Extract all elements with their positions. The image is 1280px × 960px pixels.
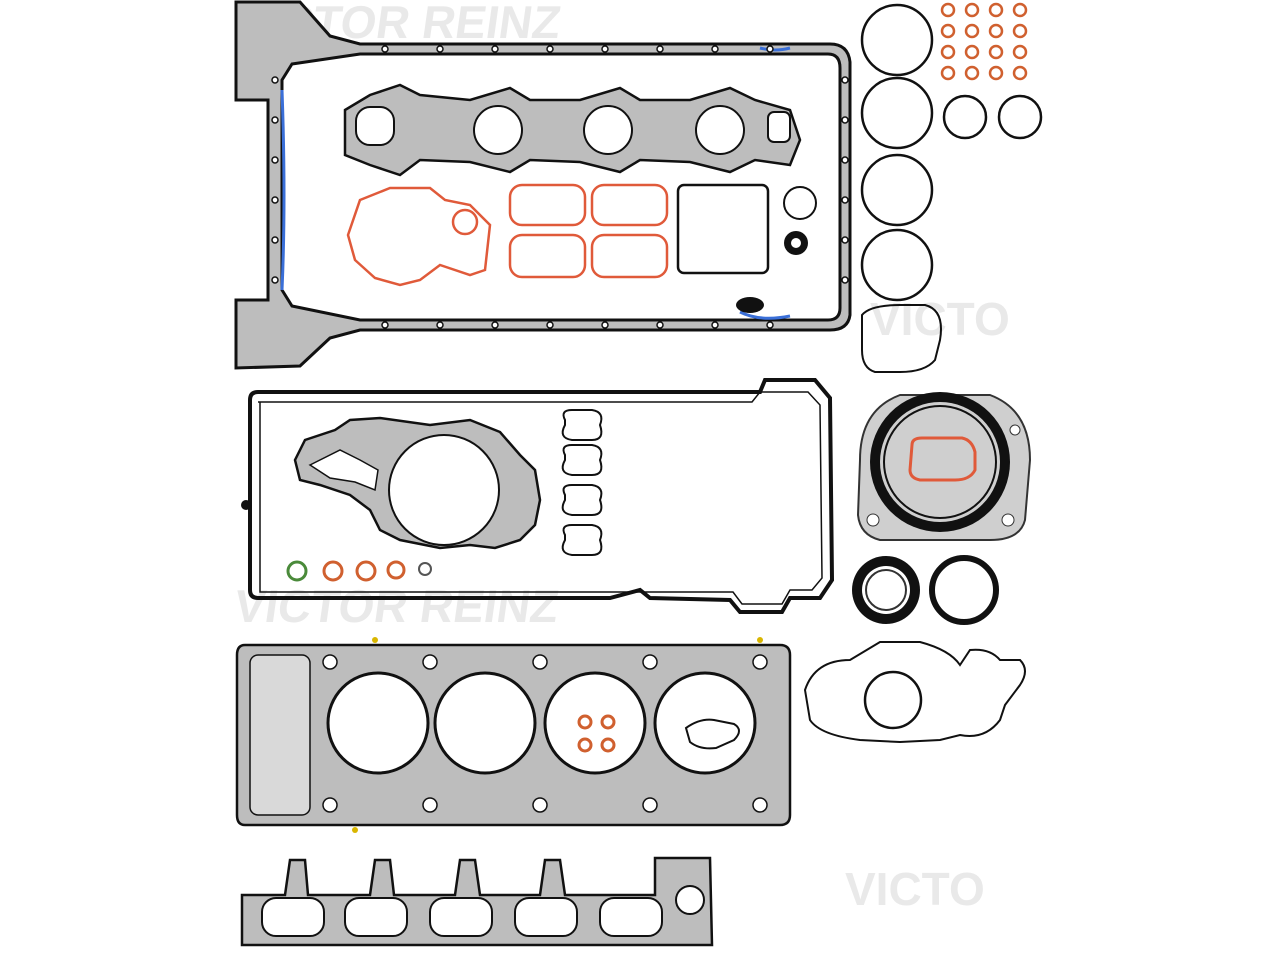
o-ring: [783, 186, 817, 220]
bolt-hole: [271, 76, 279, 84]
bolt-hole: [656, 45, 664, 53]
tiny-o-ring: [1012, 23, 1028, 39]
valve-cover-gasket: [241, 378, 835, 614]
bolt-hole: [841, 196, 849, 204]
cover-gasket: [861, 304, 942, 373]
tiny-o-ring: [940, 44, 956, 60]
bolt-hole: [271, 116, 279, 124]
bolt-hole: [841, 276, 849, 284]
bolt-hole: [436, 321, 444, 329]
bolt-hole: [601, 321, 609, 329]
bolt-hole: [491, 45, 499, 53]
intake-rubber-gaskets: [346, 183, 669, 287]
small-o-ring-grid: [940, 2, 1028, 81]
bolt-hole: [546, 45, 554, 53]
water-pump-gasket: [293, 416, 542, 550]
bolt-hole: [322, 654, 338, 670]
watermark-brand: VICTOR REINZ: [231, 580, 562, 632]
bolt-hole: [841, 76, 849, 84]
bolt-hole: [841, 236, 849, 244]
tiny-o-ring: [1012, 2, 1028, 18]
tiny-o-ring: [940, 23, 956, 39]
intake-manifold-gasket: [240, 856, 714, 947]
bolt-hole: [532, 797, 548, 813]
timing-cover-gasket: [803, 641, 1026, 744]
small-figure-eight-gaskets: [561, 409, 603, 556]
small-o-rings: [577, 714, 616, 753]
tiny-o-ring: [1012, 44, 1028, 60]
bolt-hole: [532, 654, 548, 670]
bolt-hole: [381, 321, 389, 329]
turbo-flange-gasket: [684, 718, 740, 750]
bolt-hole: [841, 156, 849, 164]
tiny-o-ring: [940, 65, 956, 81]
watermark-brand: VICTO: [845, 863, 985, 915]
bolt-hole: [642, 654, 658, 670]
bolt-hole: [271, 156, 279, 164]
exhaust-manifold-gasket: [343, 83, 802, 177]
bolt-hole: [766, 321, 774, 329]
tiny-o-ring: [988, 44, 1004, 60]
bolt-hole: [422, 654, 438, 670]
tiny-o-ring: [988, 2, 1004, 18]
tiny-o-ring: [940, 2, 956, 18]
bolt-hole: [711, 45, 719, 53]
rear-crankshaft-seal-housing: [856, 392, 1032, 541]
bolt-hole: [271, 236, 279, 244]
bolt-hole: [841, 116, 849, 124]
bolt-hole: [381, 45, 389, 53]
bolt-hole: [422, 797, 438, 813]
bolt-hole: [271, 196, 279, 204]
tiny-o-ring: [988, 65, 1004, 81]
tiny-o-ring: [964, 2, 980, 18]
bolt-hole: [491, 321, 499, 329]
tiny-o-ring: [988, 23, 1004, 39]
bolt-hole: [752, 797, 768, 813]
bolt-hole: [322, 797, 338, 813]
bolt-hole: [766, 45, 774, 53]
bolt-hole: [271, 276, 279, 284]
bolt-hole: [711, 321, 719, 329]
tiny-o-ring: [1012, 65, 1028, 81]
seal-washers: [286, 560, 432, 582]
shaft-seal-set: [852, 555, 999, 625]
tiny-o-ring: [964, 65, 980, 81]
tiny-o-ring: [964, 23, 980, 39]
square-gasket: [676, 183, 770, 275]
bolt-hole: [656, 321, 664, 329]
bolt-hole: [752, 654, 768, 670]
bolt-hole: [642, 797, 658, 813]
bolt-hole: [601, 45, 609, 53]
o-ring: [863, 670, 923, 730]
tiny-o-ring: [964, 44, 980, 60]
bolt-hole: [546, 321, 554, 329]
bolt-hole: [436, 45, 444, 53]
o-ring-set: [860, 3, 1043, 302]
